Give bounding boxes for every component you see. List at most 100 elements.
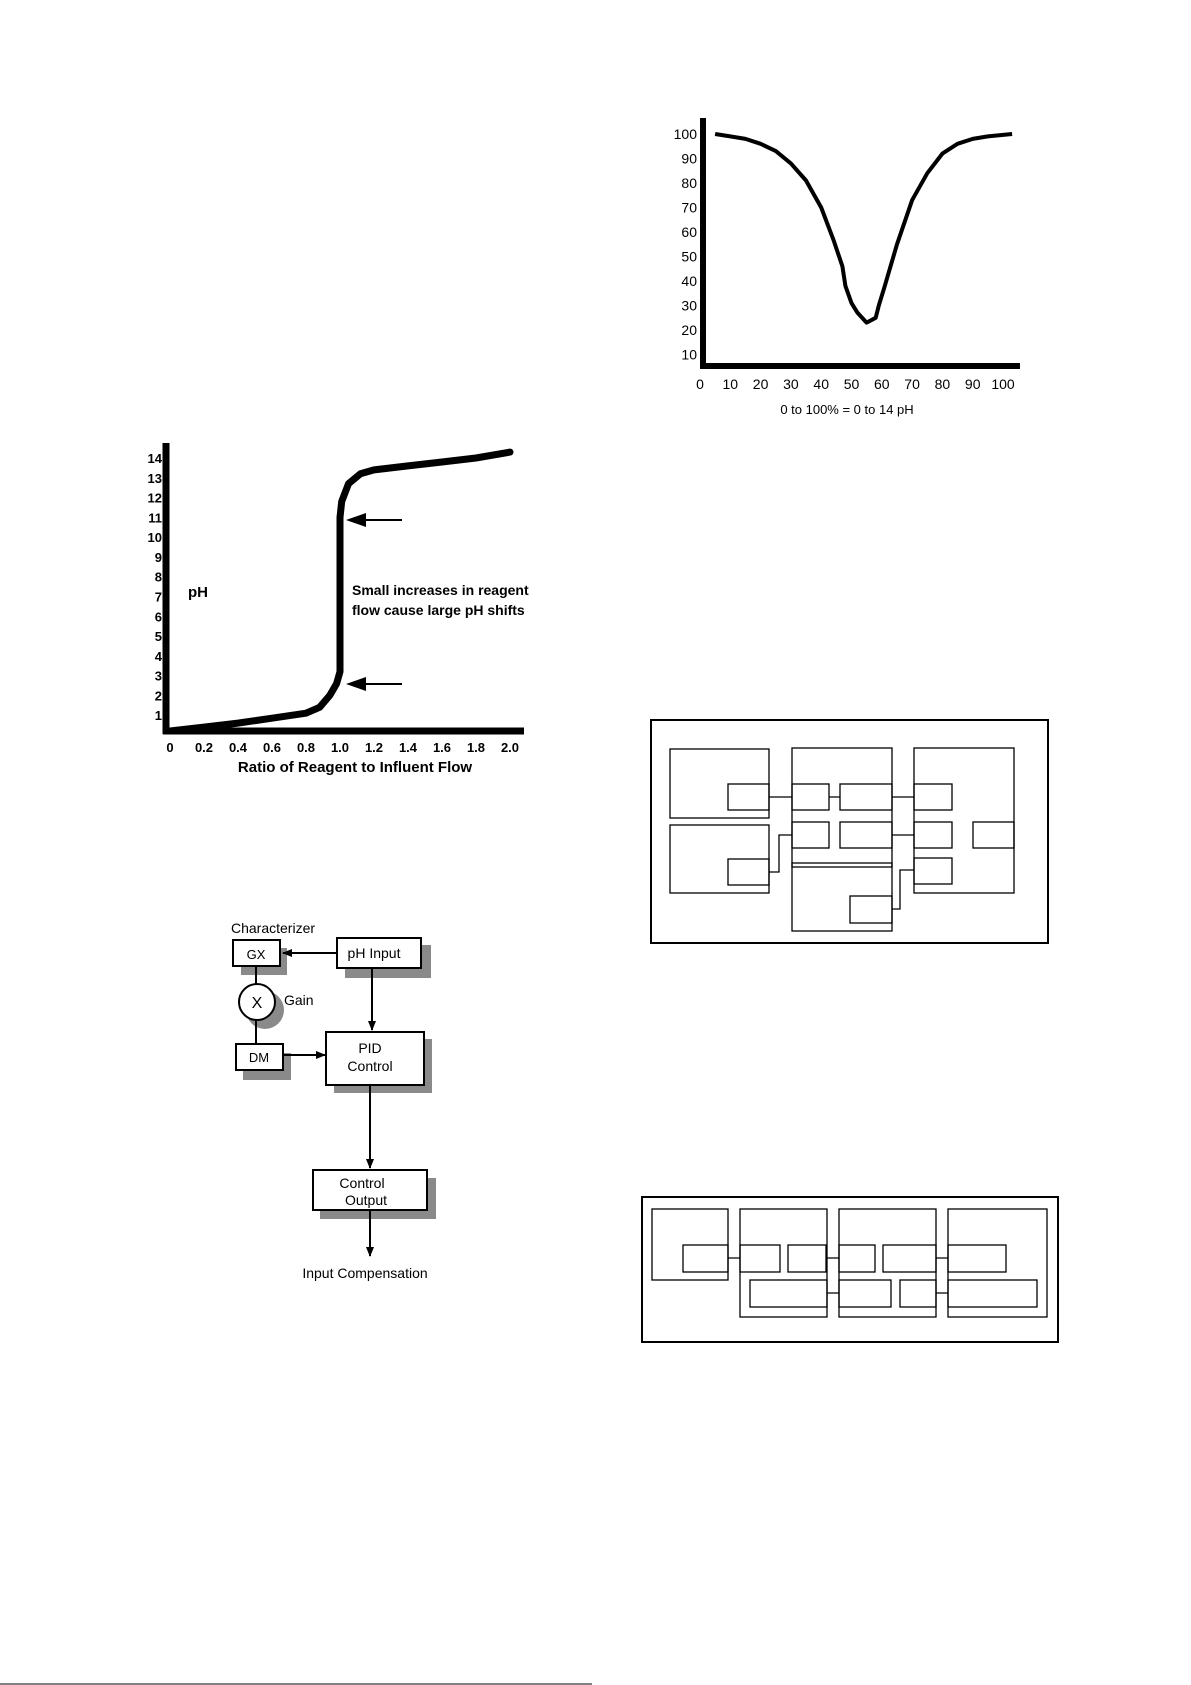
y-tick-label: 100 bbox=[674, 126, 698, 142]
y-tick-label: 11 bbox=[148, 510, 162, 525]
pid-label-line-1: PID bbox=[358, 1040, 381, 1056]
schematic-1-block bbox=[839, 783, 893, 811]
x-tick-label: 0.2 bbox=[195, 740, 213, 755]
y-tick-label: 60 bbox=[681, 224, 697, 240]
x-tick-label: 100 bbox=[991, 376, 1015, 392]
schematic-1-block bbox=[849, 895, 893, 924]
annotation-line-2: flow cause large pH shifts bbox=[352, 602, 525, 618]
schematic-2-wires bbox=[728, 1257, 948, 1294]
x-tick-label: 50 bbox=[844, 376, 860, 392]
y-axis-label: pH bbox=[188, 584, 208, 601]
y-tick-label: 50 bbox=[681, 249, 697, 265]
y-tick-label: 12 bbox=[148, 491, 162, 506]
x-tick-label: 1.2 bbox=[365, 740, 383, 755]
schematic-2-block bbox=[739, 1244, 781, 1273]
schematic-1-block bbox=[727, 783, 770, 811]
gain-label: Gain bbox=[284, 992, 314, 1008]
x-tick-label: 70 bbox=[904, 376, 920, 392]
x-tick-label: 0.6 bbox=[263, 740, 281, 755]
schematic-1-block bbox=[913, 857, 953, 885]
x-tick-label: 1.6 bbox=[433, 740, 451, 755]
y-tick-label: 30 bbox=[681, 298, 697, 314]
y-tick-label: 13 bbox=[148, 471, 162, 486]
schematic-2-block bbox=[899, 1279, 937, 1308]
y-tick-label: 6 bbox=[155, 609, 162, 624]
ph-control-block-diagram: Characterizer GX pH Input X Gain DM PID … bbox=[231, 920, 436, 1281]
characterizer-label: Characterizer bbox=[231, 920, 315, 936]
x-tick-label: 80 bbox=[935, 376, 951, 392]
pid-label-line-2: Control bbox=[347, 1058, 392, 1074]
lower-arrowhead-icon bbox=[346, 677, 366, 691]
y-tick-label: 3 bbox=[155, 669, 162, 684]
gain-curve-line bbox=[714, 132, 1013, 325]
dm-box bbox=[235, 1043, 284, 1071]
schematic-1-block bbox=[913, 783, 953, 811]
schematic-1-block bbox=[972, 821, 1015, 849]
x-tick-label: 10 bbox=[723, 376, 739, 392]
schematic-2-block bbox=[749, 1279, 828, 1308]
dm-label: DM bbox=[249, 1050, 269, 1065]
y-tick-label: 7 bbox=[155, 590, 162, 605]
y-tick-label: 8 bbox=[155, 570, 162, 585]
x-tick-label: 1.0 bbox=[331, 740, 349, 755]
schematic-2-block bbox=[947, 1244, 1007, 1273]
x-tick-label: 2.0 bbox=[501, 740, 519, 755]
ph-input-box bbox=[336, 937, 422, 969]
x-axis-label: Ratio of Reagent to Influent Flow bbox=[238, 759, 472, 776]
y-tick-label: 4 bbox=[155, 649, 163, 664]
x-tick-label: 0 bbox=[166, 740, 173, 755]
y-tick-label: 70 bbox=[681, 200, 697, 216]
y-tick-label: 10 bbox=[148, 530, 162, 545]
pid-control-box bbox=[325, 1031, 425, 1086]
y-tick-label: 10 bbox=[681, 347, 697, 363]
gx-label: GX bbox=[247, 947, 266, 962]
output-label-line-1: Control bbox=[339, 1175, 384, 1191]
schematic-1-block bbox=[791, 821, 830, 849]
x-tick-label: 0 bbox=[696, 376, 704, 392]
control-output-box bbox=[312, 1169, 428, 1211]
y-tick-label: 2 bbox=[155, 688, 162, 703]
function-block-schematic-2 bbox=[641, 1196, 1059, 1343]
annotation-line-1: Small increases in reagent bbox=[352, 582, 529, 598]
titration-curve-line bbox=[166, 448, 514, 735]
schematic-2-block bbox=[947, 1279, 1038, 1308]
schematic-1-frame bbox=[650, 719, 1049, 944]
input-compensation-label: Input Compensation bbox=[302, 1265, 427, 1281]
x-tick-label: 60 bbox=[874, 376, 890, 392]
upper-arrowhead-icon bbox=[346, 513, 366, 527]
x-tick-label: 1.4 bbox=[399, 740, 418, 755]
function-block-schematic-1 bbox=[650, 719, 1049, 944]
multiply-symbol-icon: X bbox=[252, 995, 263, 1012]
x-axis-label: 0 to 100% = 0 to 14 pH bbox=[780, 402, 913, 417]
schematic-2-block bbox=[838, 1279, 892, 1308]
schematic-2-block bbox=[838, 1208, 937, 1318]
schematic-2-block bbox=[739, 1208, 828, 1318]
schematic-1-block bbox=[791, 862, 893, 932]
x-tick-label: 0.8 bbox=[297, 740, 315, 755]
schematic-2-block bbox=[947, 1208, 1048, 1318]
x-tick-labels: 0 10 20 30 40 50 60 70 80 90 100 bbox=[696, 376, 1015, 392]
schematic-2-block bbox=[882, 1244, 937, 1273]
x-tick-label: 30 bbox=[783, 376, 799, 392]
x-tick-label: 90 bbox=[965, 376, 981, 392]
x-tick-label: 1.8 bbox=[467, 740, 485, 755]
schematic-1-block bbox=[913, 821, 953, 849]
y-tick-label: 14 bbox=[148, 451, 163, 466]
schematic-1-wires bbox=[769, 796, 914, 910]
schematic-2-frame bbox=[641, 1196, 1059, 1343]
schematic-2-block bbox=[838, 1244, 876, 1273]
schematic-1-block bbox=[791, 783, 830, 811]
x-tick-label: 40 bbox=[813, 376, 829, 392]
y-tick-label: 9 bbox=[155, 550, 162, 565]
x-tick-label: 0.4 bbox=[229, 740, 248, 755]
x-tick-label: 20 bbox=[753, 376, 769, 392]
y-tick-label: 80 bbox=[681, 175, 697, 191]
schematic-1-block bbox=[791, 747, 893, 868]
schematic-1-block bbox=[839, 821, 893, 849]
schematic-2-block bbox=[787, 1244, 827, 1273]
ph-input-label: pH Input bbox=[348, 945, 401, 961]
